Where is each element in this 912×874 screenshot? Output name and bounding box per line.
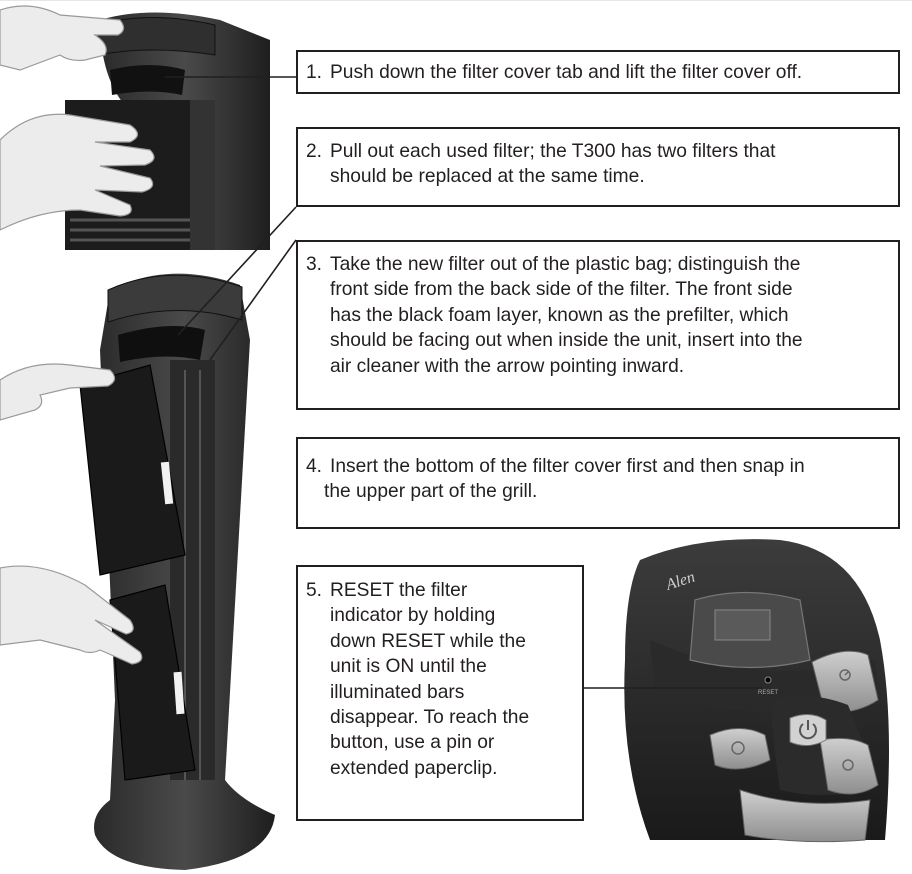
step-text: button, use a pin or [330, 732, 495, 754]
step-text: should be facing out when inside the uni… [330, 330, 803, 352]
step-text: disappear. To reach the [330, 707, 530, 729]
ionizer-icon [842, 759, 854, 771]
reset-hole[interactable] [764, 676, 772, 684]
fan-icon [731, 741, 745, 755]
reset-label: RESET [758, 690, 778, 696]
step-box-3: 3. Take the new filter out of the plastic… [296, 240, 900, 410]
photo-replace-filters [0, 273, 275, 870]
step-text: extended paperclip. [330, 757, 498, 779]
hand-lower-icon [0, 113, 155, 231]
control-panel-closeup: RESET Alen [624, 539, 889, 843]
step-box-1: 1. Push down the filter cover tab and lif… [296, 50, 900, 94]
step-text: Insert the bottom of the filter cover fi… [330, 456, 805, 477]
step-text: air cleaner with the arrow pointing inwa… [330, 355, 685, 377]
step-text: illuminated bars [330, 681, 465, 703]
hand-bottom-icon [0, 565, 143, 665]
step-text: has the black foam layer, known as the p… [330, 304, 789, 326]
step-box-5: 5.RESET the filter indicator by holding … [296, 565, 584, 821]
step-box-4: 4. Insert the bottom of the filter cover … [296, 437, 900, 529]
leader-lines [165, 76, 762, 689]
timer-icon [839, 669, 851, 681]
hand-middle-icon [0, 363, 116, 421]
step-number: 2. [306, 141, 323, 162]
step-box-2: 2. Pull out each used filter; the T300 ha… [296, 127, 900, 207]
step-number: 5. [306, 580, 323, 601]
power-icon [799, 720, 817, 740]
step-number: 1. [306, 62, 323, 83]
step-text: unit is ON until the [330, 656, 487, 678]
step-text: indicator by holding [330, 605, 496, 627]
hand-upper-icon [0, 5, 125, 71]
step-number: 3. [306, 254, 323, 275]
step-text: front side from the back side of the fil… [330, 279, 793, 301]
step-text: RESET the filter [330, 580, 468, 601]
step-number: 4. [306, 456, 323, 477]
step-text: Push down the filter cover tab and lift … [330, 62, 803, 83]
step-text: Pull out each used filter; the T300 has … [330, 141, 776, 162]
step-text: should be replaced at the same time. [330, 166, 645, 188]
step-text: Take the new filter out of the plastic b… [330, 254, 801, 275]
step-text: down RESET while the [330, 630, 526, 652]
step-text: the upper part of the grill. [324, 481, 538, 503]
photo-remove-cover [0, 0, 912, 250]
